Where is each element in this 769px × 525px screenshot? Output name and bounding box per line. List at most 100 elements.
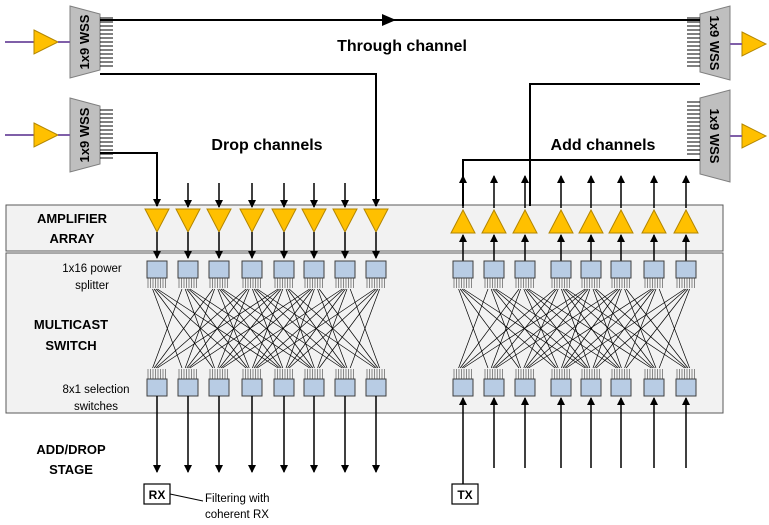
rx-callout-line — [169, 493, 204, 502]
input-amp-bottom — [5, 122, 70, 148]
drop-interconnect-line — [255, 288, 345, 369]
add-splitter-box — [483, 260, 505, 279]
drop-interconnect-line — [152, 288, 183, 369]
selection-switches-label: 8x1 selection — [62, 384, 129, 396]
add-interconnect-line — [528, 288, 652, 369]
multicast-switch-label-2: SWITCH — [45, 338, 96, 353]
drop-amplifier — [301, 208, 327, 234]
drop-splitter-box — [146, 260, 168, 279]
power-splitter-label-2: splitter — [75, 280, 109, 292]
drop-interconnect-line — [188, 288, 280, 369]
rx-box: RX — [143, 483, 171, 505]
wss-port-ticks — [100, 17, 700, 159]
drop-selection-switch-box — [303, 378, 325, 397]
add-interconnect-line — [495, 288, 617, 369]
add-amplifier — [578, 208, 604, 234]
through-channel-label: Through channel — [337, 38, 467, 55]
wss-input-top-label: 1x9 WSS — [77, 14, 92, 69]
add-interconnect-line — [463, 288, 586, 369]
add-splitter-box — [550, 260, 572, 279]
drop-selection-switch-box — [177, 378, 199, 397]
drop-splitter-box — [365, 260, 387, 279]
tx-box: TX — [451, 483, 479, 505]
add-splitter-box — [675, 260, 697, 279]
add-interconnect-line — [566, 288, 685, 369]
tx-label: TX — [457, 488, 472, 502]
drop-interconnect-line — [253, 288, 314, 369]
add-interconnect-line — [625, 288, 689, 369]
add-interconnect-line — [658, 288, 690, 369]
add-interconnect-line — [624, 288, 657, 369]
drop-interconnect-line — [288, 288, 377, 369]
amplifier-array-label-2: ARRAY — [49, 231, 94, 246]
drop-selection-switch-box — [241, 378, 263, 397]
add-splitter-box — [610, 260, 632, 279]
wss-output-top-label: 1x9 WSS — [707, 16, 722, 71]
drop-interconnect-line — [153, 288, 214, 369]
add-drop-stage-label: ADD/DROP — [36, 442, 106, 457]
drop-interconnect-line — [220, 288, 312, 369]
add-interconnect-line — [562, 288, 621, 369]
add-amplifier — [450, 208, 476, 234]
drop-amplifier — [206, 208, 232, 234]
power-splitter-label: 1x16 power — [62, 263, 122, 275]
drop-interconnect-line — [184, 288, 215, 369]
wss-input-bottom-label: 1x9 WSS — [77, 107, 92, 162]
drop-interconnect-line — [155, 288, 247, 369]
filtering-note: Filtering with — [205, 493, 270, 505]
drop-interconnect-line — [189, 288, 310, 369]
drop-amplifier — [239, 208, 265, 234]
drop-splitter-box — [241, 260, 263, 279]
add-interconnect-line — [494, 288, 587, 369]
drop-route-first — [100, 152, 161, 207]
drop-amplifier — [144, 208, 170, 234]
add-amplifier — [481, 208, 507, 234]
drop-amplifier — [363, 208, 389, 234]
add-amplifier — [673, 208, 699, 234]
drop-channels-label: Drop channels — [211, 137, 322, 154]
add-interconnect-line — [564, 288, 654, 369]
switch-fabric — [144, 175, 699, 484]
selection-switches-label-2: switches — [74, 401, 118, 413]
add-interconnect-line — [458, 288, 489, 369]
drop-interconnect-line — [252, 288, 284, 369]
add-interconnect-line — [459, 288, 520, 369]
add-interconnect-line — [461, 288, 556, 369]
add-route-first — [462, 159, 700, 206]
add-selection-switch-box — [610, 378, 632, 397]
add-channels-label: Add channels — [551, 137, 656, 154]
wss-output-bottom-label: 1x9 WSS — [707, 109, 722, 164]
add-drop-stage-label-2: STAGE — [49, 462, 93, 477]
add-splitter-box — [580, 260, 602, 279]
add-amplifier — [608, 208, 634, 234]
drop-selection-switch-box — [365, 378, 387, 397]
drop-splitter-box — [303, 260, 325, 279]
add-selection-switch-box — [452, 378, 474, 397]
drop-interconnect-line — [157, 288, 279, 369]
wss-output-bottom: 1x9 WSS — [699, 89, 731, 183]
output-amp-top — [730, 31, 768, 57]
add-splitter-box — [643, 260, 665, 279]
drop-selection-switch-box — [146, 378, 168, 397]
drop-interconnect-line — [222, 288, 343, 369]
add-selection-switch-box — [483, 378, 505, 397]
through-add-route — [529, 83, 700, 206]
wss-input-bottom: 1x9 WSS — [69, 97, 101, 173]
add-splitter-box — [514, 260, 536, 279]
drop-interconnect-line — [318, 288, 379, 369]
output-amp-bottom — [730, 123, 768, 149]
add-selection-switch-box — [550, 378, 572, 397]
amplifier-array-label: AMPLIFIER — [37, 211, 108, 226]
wss-output-top: 1x9 WSS — [699, 5, 731, 81]
add-selection-switch-box — [580, 378, 602, 397]
filtering-note-2: coherent RX — [205, 509, 269, 521]
add-amplifier — [641, 208, 667, 234]
amplifier-array-panel — [5, 204, 724, 252]
input-amp-top — [5, 29, 70, 55]
add-amplifier — [548, 208, 574, 234]
rx-label: RX — [149, 488, 166, 502]
add-selection-switch-box — [675, 378, 697, 397]
drop-selection-switch-box — [208, 378, 230, 397]
drop-splitter-box — [177, 260, 199, 279]
